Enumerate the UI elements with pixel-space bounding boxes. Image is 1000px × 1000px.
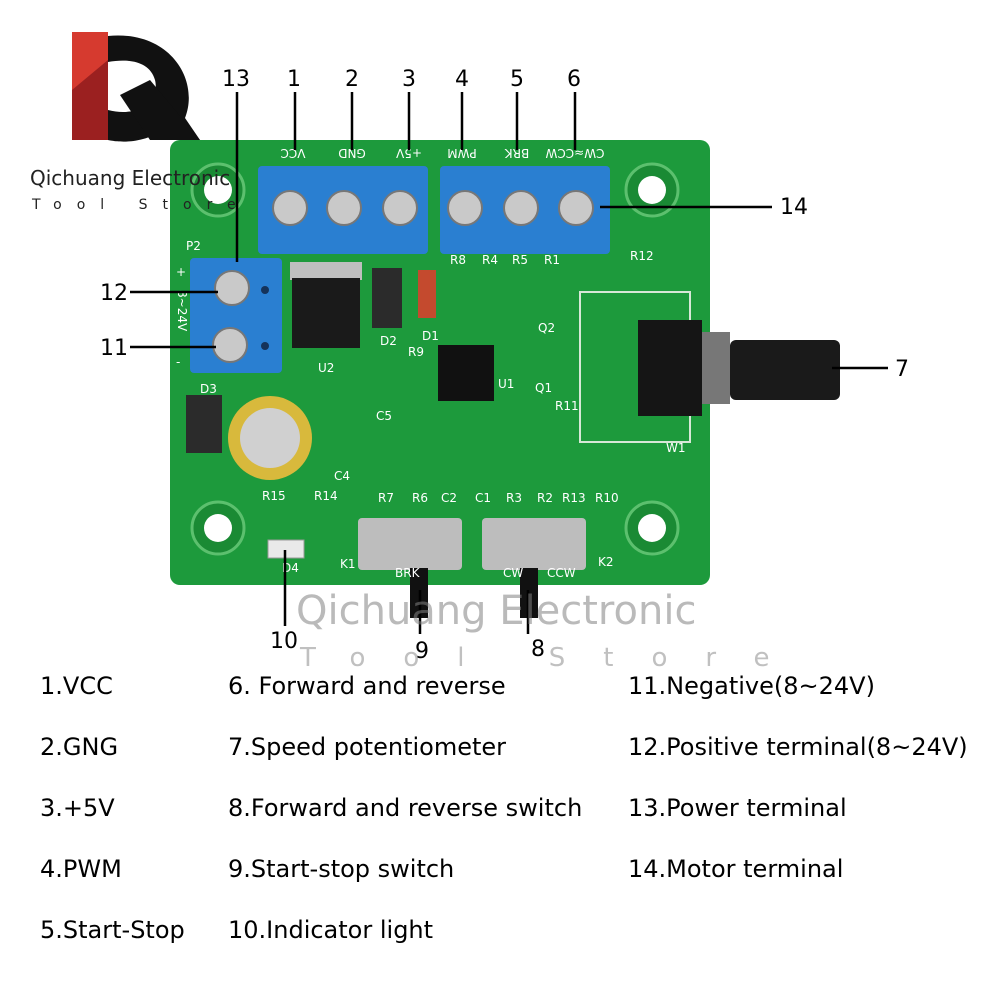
component-label-brk: BRK xyxy=(395,566,421,580)
component-label-r13: R13 xyxy=(562,491,586,505)
component-label-k1: K1 xyxy=(340,557,356,571)
brand-subtitle: Tool Store xyxy=(32,197,251,213)
power-label-minus: - xyxy=(176,355,180,369)
component-label-r9: R9 xyxy=(408,345,424,359)
speed-potentiometer xyxy=(579,291,840,443)
callout-14: 14 xyxy=(780,195,808,220)
legend-item-4: 4.PWM xyxy=(40,855,122,883)
component-label-r1: R1 xyxy=(544,253,560,267)
component-label-r12: R12 xyxy=(630,249,654,263)
terminal-label-5v: +5V xyxy=(395,146,422,160)
watermark-name: Qichuang Electronic xyxy=(296,588,697,634)
callout-9: 9 xyxy=(415,639,429,664)
diode-d1 xyxy=(418,270,436,318)
callout-13: 13 xyxy=(222,67,250,92)
component-label-r3: R3 xyxy=(506,491,522,505)
component-label-w1: W1 xyxy=(666,441,686,455)
component-label-d2: D2 xyxy=(380,334,397,348)
legend-item-7: 7.Speed potentiometer xyxy=(228,733,507,761)
legend-item-13: 13.Power terminal xyxy=(628,794,847,822)
callout-2: 2 xyxy=(345,67,359,92)
legend-item-8: 8.Forward and reverse switch xyxy=(228,794,583,822)
component-label-r7: R7 xyxy=(378,491,394,505)
motor-terminal-block xyxy=(440,166,610,254)
legend-item-14: 14.Motor terminal xyxy=(628,855,844,883)
component-label-ccw: CCW xyxy=(547,566,576,580)
legend-item-12: 12.Positive terminal(8~24V) xyxy=(628,733,968,761)
component-label-r5: R5 xyxy=(512,253,528,267)
legend-item-10: 10.Indicator light xyxy=(228,916,434,944)
component-label-q2: Q2 xyxy=(538,321,555,335)
component-label-cw: CW xyxy=(503,566,523,580)
legend-item-11: 11.Negative(8~24V) xyxy=(628,672,875,700)
legend-item-3: 3.+5V xyxy=(40,794,115,822)
component-label-c1: C1 xyxy=(475,491,491,505)
terminal-label-brk: BRK xyxy=(504,146,530,160)
component-label-r10: R10 xyxy=(595,491,619,505)
brand-logo xyxy=(72,32,200,142)
component-label-q1: Q1 xyxy=(535,381,552,395)
diode-d2 xyxy=(372,268,402,328)
component-label-r15: R15 xyxy=(262,489,286,503)
component-label-r8: R8 xyxy=(450,253,466,267)
component-label-u2: U2 xyxy=(318,361,334,375)
component-label-d1: D1 xyxy=(422,329,439,343)
component-label-c2: C2 xyxy=(441,491,457,505)
component-label-d3: D3 xyxy=(200,382,217,396)
diode-d3 xyxy=(186,395,222,453)
power-label-plus: + xyxy=(176,265,186,279)
callout-6: 6 xyxy=(567,67,581,92)
component-label-c4: C4 xyxy=(334,469,350,483)
voltage-regulator-u2 xyxy=(290,262,362,348)
callout-11: 11 xyxy=(100,336,128,361)
power-label-voltage: 8~24V xyxy=(175,290,189,332)
component-label-r4: R4 xyxy=(482,253,498,267)
callout-12: 12 xyxy=(100,281,128,306)
ic-u1 xyxy=(438,345,494,401)
callout-5: 5 xyxy=(510,67,524,92)
legend-item-5: 5.Start-Stop xyxy=(40,916,185,944)
callout-8: 8 xyxy=(531,637,545,662)
terminal-label-vcc: VCC xyxy=(281,146,306,160)
callout-1: 1 xyxy=(287,67,301,92)
legend-item-6: 6. Forward and reverse xyxy=(228,672,506,700)
callout-3: 3 xyxy=(402,67,416,92)
component-label-k2: K2 xyxy=(598,555,614,569)
component-label-u1: U1 xyxy=(498,377,514,391)
terminal-label-gnd: GND xyxy=(338,146,366,160)
legend-item-9: 9.Start-stop switch xyxy=(228,855,455,883)
component-label-r11: R11 xyxy=(555,399,579,413)
component-label-c5: C5 xyxy=(376,409,392,423)
terminal-label-pwm: PWM xyxy=(447,146,476,160)
electrolytic-capacitor xyxy=(228,396,312,480)
component-label-r6: R6 xyxy=(412,491,428,505)
component-label-r2: R2 xyxy=(537,491,553,505)
power-terminal-block xyxy=(190,258,282,373)
callout-7: 7 xyxy=(895,357,909,382)
callout-10: 10 xyxy=(270,629,298,654)
legend-item-2: 2.GNG xyxy=(40,733,119,761)
brand-name: Qichuang Electronic xyxy=(30,166,231,190)
power-label-p2: P2 xyxy=(186,239,201,253)
legend-item-1: 1.VCC xyxy=(40,672,113,700)
terminal-label-cw-ccw: CW≈CCW xyxy=(545,146,604,160)
component-label-r14: R14 xyxy=(314,489,338,503)
callout-4: 4 xyxy=(455,67,469,92)
power-input-terminal-block xyxy=(258,166,428,254)
watermark-subtitle: Tool Store xyxy=(300,643,808,673)
